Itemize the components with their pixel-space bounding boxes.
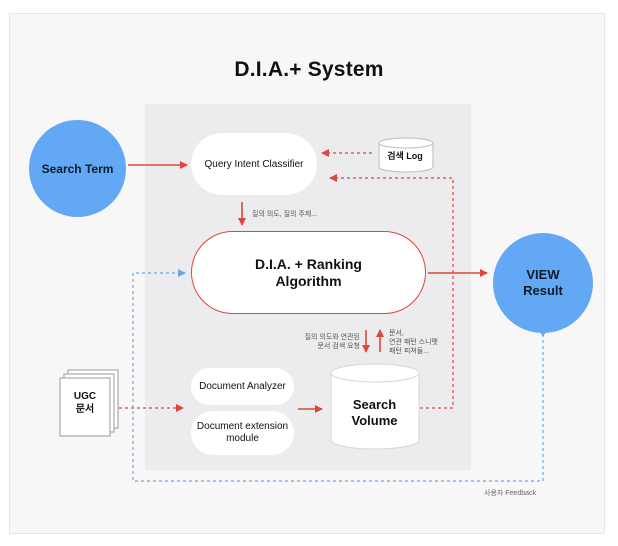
document-return-line3: 패턴 피쳐들... xyxy=(389,348,429,355)
ugc-label: UGC 문서 xyxy=(63,390,107,416)
doc-ext-line2: module xyxy=(226,433,259,444)
query-intent-classifier: Query Intent Classifier xyxy=(191,133,317,195)
document-return-line1: 문서, xyxy=(389,330,404,337)
dia-line2: Algorithm xyxy=(275,272,342,289)
search-log-cylinder xyxy=(378,137,434,173)
diagram-title: D.I.A.+ System xyxy=(234,58,384,81)
ugc-line1: UGC xyxy=(73,391,97,402)
search-request-line2: 문서 검색 요청 xyxy=(317,343,360,350)
search-volume-line1: Search xyxy=(352,397,397,412)
ugc-document-stack xyxy=(59,369,119,437)
view-result-line1: VIEW xyxy=(526,267,560,282)
ugc-line2: 문서 xyxy=(75,404,95,415)
search-volume-label: Search Volume xyxy=(331,397,418,429)
document-analyzer: Document Analyzer xyxy=(191,368,294,405)
query-intent-note: 질의 의도, 질의 주제... xyxy=(252,211,318,218)
arrow-feedback xyxy=(132,269,544,482)
view-result-node: VIEW Result xyxy=(493,233,593,333)
search-term-node: Search Term xyxy=(29,120,126,217)
search-request-line1: 질의 의도와 연관된 xyxy=(304,334,360,341)
doc-ext-line1: Document extension xyxy=(196,421,289,432)
view-result-line2: Result xyxy=(523,283,563,298)
dia-ranking-algorithm: D.I.A. + Ranking Algorithm xyxy=(191,231,426,314)
search-volume-cylinder xyxy=(330,363,420,450)
search-volume-line2: Volume xyxy=(351,413,398,428)
document-return-line2: 연관 패턴 스니펫 xyxy=(389,339,438,346)
document-extension-module: Document extension module xyxy=(191,411,294,455)
document-return-note: 문서, 연관 패턴 스니펫 패턴 피쳐들... xyxy=(389,329,438,356)
search-request-note: 질의 의도와 연관된 문서 검색 요청 xyxy=(290,333,360,351)
search-log-label: 검색 Log xyxy=(387,151,423,161)
arrow-volume-to-qic xyxy=(329,174,454,409)
user-feedback-label: 사용자 Feedback xyxy=(484,490,537,497)
dia-line1: D.I.A. + Ranking xyxy=(255,255,362,272)
